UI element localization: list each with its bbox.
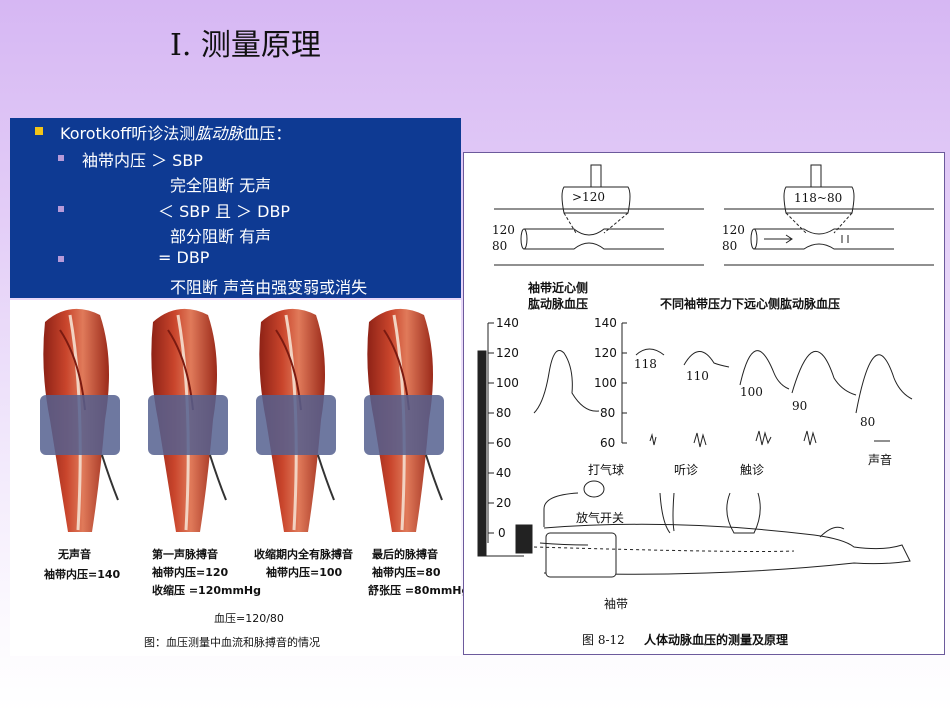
small-scale-tick: 140	[594, 316, 617, 330]
wave-value: 80	[860, 415, 876, 429]
label-bulb: 打气球	[588, 463, 625, 477]
panel-4-caption-2: 袖带内压=80	[372, 566, 441, 579]
panel-1-caption-2: 袖带内压=140	[44, 568, 121, 581]
bullet-line-1-italic: 肱动脉	[195, 124, 244, 143]
scale-tick: 140	[496, 316, 519, 330]
small-scale-tick: 100	[594, 376, 617, 390]
bullet-line-2: 袖带内压 ＞ SBP	[82, 151, 203, 170]
bullet-square-icon	[35, 127, 43, 135]
arm-panel-1	[40, 308, 120, 532]
scale-tick: 60	[496, 436, 512, 450]
bullet-line-3: 完全阻断 无声	[170, 176, 272, 195]
scale-tick: 80	[496, 406, 512, 420]
wave-value: 100	[740, 385, 763, 399]
cuff-right-label: 118~80	[794, 191, 843, 205]
bullet-line-5: 部分阻断 有声	[170, 227, 272, 246]
label-valve: 放气开关	[576, 511, 625, 525]
diagram-drawing	[477, 164, 934, 578]
slide-title: I. 测量原理	[170, 28, 321, 63]
bullet-line-7: 不阻断 声音由强变弱或消失	[170, 278, 368, 297]
bp-measurement-diagram: >120 118~80 120 80 120 80 袖带近心侧 肱动脉血压 不同…	[463, 152, 945, 655]
small-scale-tick: 120	[594, 346, 617, 360]
bullet-line-6: = DBP	[158, 248, 210, 267]
small-scale-tick: 60	[600, 436, 616, 450]
blood-pressure-value: 血压=120/80	[214, 612, 284, 625]
figure-number: 图 8-12	[582, 633, 625, 647]
panel-2-caption-1: 第一声脉搏音	[152, 548, 218, 561]
pressure-right-bottom: 80	[722, 239, 738, 253]
scale-tick: 0	[498, 526, 506, 540]
pressure-left-bottom: 80	[492, 239, 508, 253]
panel-4-caption-1: 最后的脉搏音	[372, 548, 438, 561]
bullet-line-1-end: 血压：	[243, 124, 292, 143]
caption-proximal-1: 袖带近心侧	[528, 281, 589, 295]
cuff-left-label: >120	[572, 190, 605, 204]
label-stethoscope: 听诊	[674, 463, 699, 477]
bullet-line-4: ＜ SBP 且 ＞ DBP	[158, 202, 291, 221]
small-scale-tick: 80	[600, 406, 616, 420]
bullet-panel: Korotkoff听诊法测肱动脉血压： 袖带内压 ＞ SBP 完全阻断 无声 ＜…	[10, 118, 461, 298]
label-sound: 声音	[868, 453, 893, 467]
pressure-left-top: 120	[492, 223, 515, 237]
scale-tick: 20	[496, 496, 512, 510]
bullet-line-1-text: Korotkoff听诊法测	[60, 124, 196, 143]
panel-3-caption-1: 收缩期内全有脉搏音	[254, 548, 353, 561]
arm-panel-3	[256, 308, 336, 532]
label-cuff: 袖带	[604, 597, 629, 611]
arm-muscle-figure: 无声音 袖带内压=140 第一声脉搏音 袖带内压=120 收缩压 =120mmH…	[10, 300, 469, 656]
panel-4-caption-3: 舒张压 =80mmHg	[368, 584, 470, 597]
scale-tick: 100	[496, 376, 519, 390]
panel-2-caption-3: 收缩压 =120mmHg	[152, 584, 262, 597]
wave-value: 110	[686, 369, 709, 383]
arm-muscle-illustration	[40, 308, 444, 532]
pressure-right-top: 120	[722, 223, 745, 237]
caption-proximal-2: 肱动脉血压	[528, 297, 589, 311]
sub-bullet-icon	[58, 256, 64, 262]
scale-tick: 120	[496, 346, 519, 360]
panel-3-caption-2: 袖带内压=100	[266, 566, 343, 579]
arm-panel-4	[364, 308, 444, 532]
sub-bullet-icon	[58, 155, 64, 161]
panel-2-caption-2: 袖带内压=120	[152, 566, 229, 579]
wave-value: 118	[634, 357, 657, 371]
arm-panel-2	[148, 308, 228, 532]
caption-distal: 不同袖带压力下远心侧肱动脉血压	[660, 297, 841, 311]
bullet-line-1: Korotkoff听诊法测肱动脉血压：	[60, 120, 291, 144]
scale-tick: 40	[496, 466, 512, 480]
label-palpation: 触诊	[740, 463, 765, 477]
figure-caption: 人体动脉血压的测量及原理	[644, 633, 789, 647]
wave-value: 90	[792, 399, 808, 413]
muscle-figure-caption: 图：血压测量中血流和脉搏音的情况	[144, 636, 320, 649]
panel-1-caption-1: 无声音	[58, 548, 91, 561]
sub-bullet-icon	[58, 206, 64, 212]
